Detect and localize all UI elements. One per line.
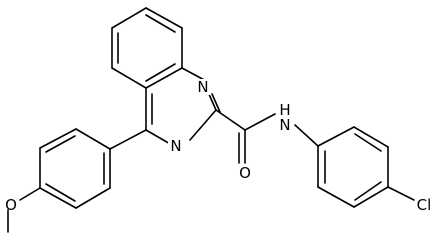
atom-label-amide-n: N [279,116,290,134]
double-bond [354,181,382,201]
bond [353,186,389,208]
bond [111,67,147,89]
bond [294,124,319,147]
bond [145,67,183,89]
bond [39,128,77,149]
bond [189,109,217,141]
bond [215,109,246,131]
bond [19,187,41,201]
double-bond [145,63,176,82]
bond [111,7,147,29]
chlorophenyl-ring [317,126,415,208]
double-bond [145,14,176,33]
bond [145,129,173,146]
atom-label-n1: N [197,78,208,96]
bond [109,129,147,150]
atom-label-amide-h: H [279,101,290,119]
bond [145,7,183,29]
double-bond [45,135,76,153]
atom-label-carbonyl-o: O [239,164,251,182]
carboxamide-group [215,109,319,164]
benzo-ring [111,7,183,89]
bond [244,113,276,131]
atom-label-ether-o: O [5,196,17,214]
bond [211,93,221,113]
bond [387,186,415,201]
bond [75,128,111,150]
atom-label-n3: N [170,137,181,155]
bond [75,187,111,209]
atom-label-chlorine: Cl [417,196,432,214]
double-bond [45,183,76,202]
bond [317,126,355,147]
atom-labels: N N H N O O Cl [5,78,431,214]
bond [317,186,355,208]
bond [39,187,77,209]
double-bond [354,133,382,152]
bond [353,126,389,148]
methoxyphenyl-ring [7,128,147,233]
